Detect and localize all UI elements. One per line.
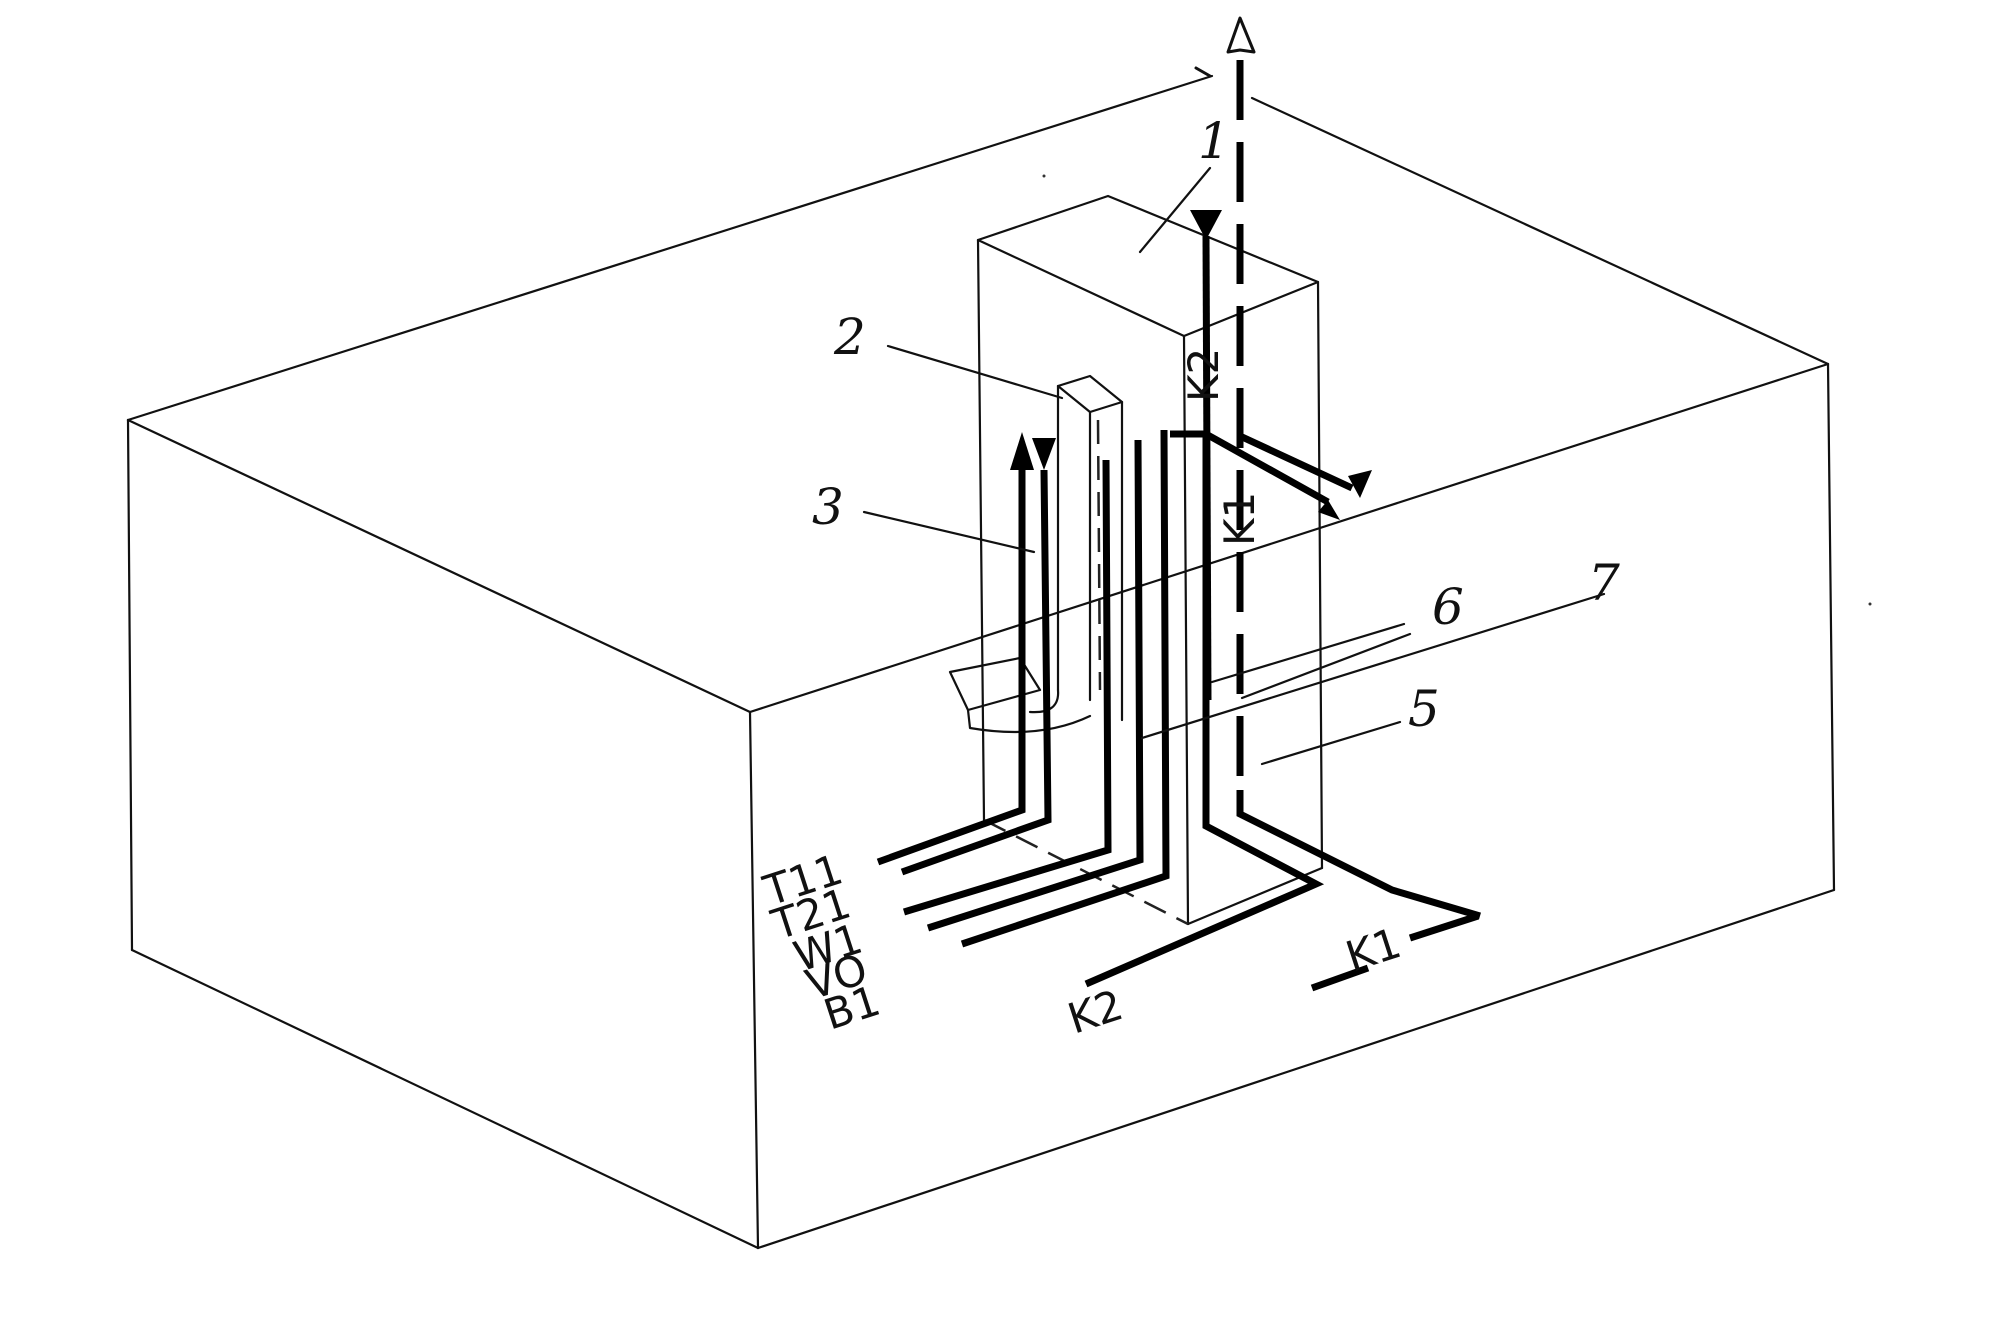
column-bend bbox=[1028, 688, 1060, 714]
block-top-front-left-edge bbox=[126, 418, 752, 714]
pipe-outlet-branch bbox=[1238, 432, 1354, 492]
leader-3 bbox=[862, 510, 1036, 554]
block-front-vertical-edge bbox=[748, 710, 760, 1250]
leader-5 bbox=[1240, 632, 1412, 700]
pipe-T21 bbox=[900, 469, 1052, 876]
horizontal-duct bbox=[948, 656, 1042, 712]
pipe-K1-branch bbox=[1204, 430, 1330, 506]
column-top bbox=[1056, 374, 1124, 414]
column-hidden-line bbox=[1096, 419, 1102, 691]
duct-lower-edge bbox=[966, 708, 1092, 734]
leader-5-lower bbox=[1260, 720, 1402, 766]
pipe-K2-vertical bbox=[1202, 235, 1212, 701]
pipe-B1 bbox=[960, 429, 1170, 948]
down-arrow-icon bbox=[1032, 438, 1056, 470]
branch-arrow-icon bbox=[1318, 500, 1340, 520]
block-left-vertical-edge bbox=[126, 418, 134, 952]
shaft-label-K2: K2 bbox=[1179, 348, 1228, 402]
leader-2 bbox=[886, 344, 1064, 400]
block-bottom-right-edge bbox=[756, 888, 1836, 1250]
vent-hollow-arrow-icon bbox=[1226, 16, 1256, 54]
pipe-K1-run bbox=[1236, 790, 1481, 920]
block-top-back-left-edge bbox=[126, 74, 1214, 422]
column-2 bbox=[948, 374, 1124, 734]
shaft-right-edge bbox=[1316, 280, 1324, 870]
leader-lines bbox=[862, 166, 1606, 766]
callout-numbers: 1 2 3 5 6 7 bbox=[812, 112, 1620, 738]
shaft-label-K1: K1 bbox=[1215, 492, 1264, 546]
callout-7: 7 bbox=[1588, 554, 1620, 612]
pipe-W1 bbox=[902, 459, 1112, 916]
shaft-left-edge bbox=[976, 238, 986, 822]
leader-6-upper bbox=[1210, 622, 1406, 684]
block-top-front-right-edge bbox=[748, 362, 1830, 714]
callout-3: 3 bbox=[812, 478, 844, 536]
shaft-1 bbox=[976, 194, 1324, 926]
shaft-top-face bbox=[976, 194, 1320, 338]
leader-7 bbox=[1140, 592, 1606, 740]
block-top-back-right-edge bbox=[1250, 96, 1830, 366]
callout-1: 1 bbox=[1198, 112, 1230, 170]
shaft-front-edge bbox=[1182, 334, 1190, 926]
shaft-hidden-bottom-edge bbox=[983, 818, 1189, 926]
callout-2: 2 bbox=[833, 308, 866, 366]
block-right-vertical-edge bbox=[1826, 362, 1836, 892]
label-K2: K2 bbox=[1062, 980, 1129, 1043]
pipe-K2-loop bbox=[1084, 430, 1325, 988]
up-arrow-icon bbox=[1010, 432, 1034, 470]
riser-pipes bbox=[876, 16, 1481, 988]
down-arrow-top-icon bbox=[1190, 210, 1222, 240]
ground-block bbox=[126, 74, 1836, 1250]
pipe-line-labels: T11 T21 W1 VO B1 K2 K1 K2 K1 bbox=[757, 348, 1407, 1044]
right-arrow-icon bbox=[1348, 470, 1372, 498]
external-pipe-stubs bbox=[1310, 912, 1480, 992]
vent-tick bbox=[1194, 66, 1212, 78]
stub-K1-end bbox=[1408, 912, 1480, 942]
scan-speck bbox=[1868, 602, 1872, 606]
block-bottom-left-edge bbox=[130, 948, 760, 1250]
stub-K1 bbox=[1310, 964, 1370, 992]
callout-6: 6 bbox=[1432, 578, 1464, 636]
pipe-T11 bbox=[876, 464, 1026, 866]
callout-5: 5 bbox=[1408, 680, 1440, 738]
scan-speck bbox=[1042, 174, 1046, 178]
leader-1 bbox=[1138, 166, 1212, 254]
pipe-VO bbox=[926, 439, 1144, 932]
